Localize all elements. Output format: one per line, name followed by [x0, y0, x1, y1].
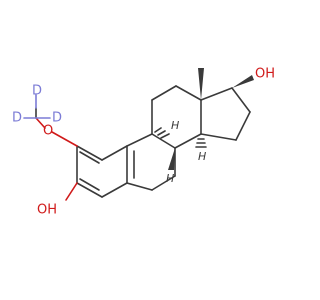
bond-b4	[151, 175, 176, 191]
bond-b5	[126, 182, 153, 191]
ring-c	[151, 85, 202, 149]
bond-a6	[76, 145, 103, 161]
h8-label: H	[166, 172, 174, 185]
h9-label: H	[171, 119, 179, 132]
h14-hash	[195, 138, 207, 148]
bond-a3	[101, 182, 128, 198]
d-left-label: D	[12, 111, 22, 126]
molecule-structure: OH OH O D D D H H H	[12, 67, 275, 218]
molecule-svg: OH OH O D D D H H H	[12, 67, 275, 218]
bond-c5	[174, 133, 202, 149]
ring-b	[126, 133, 176, 191]
bond-c2-o	[51, 131, 78, 147]
bond-d4	[200, 133, 237, 141]
bond-b1	[126, 133, 153, 147]
oh-top-label: OH	[255, 67, 275, 82]
bond-a4-inner	[79, 178, 100, 191]
bond-a6-inner	[79, 151, 100, 164]
oh17-wedge	[232, 75, 254, 88]
bond-o-cd3	[35, 117, 46, 129]
d-right-label: D	[52, 111, 62, 126]
bond-c2	[151, 85, 177, 101]
bond-d1	[200, 87, 233, 101]
bond-a1	[101, 145, 128, 161]
oh-bottom-label: OH	[37, 203, 57, 218]
bond-d3	[235, 111, 251, 141]
d-top-label: D	[32, 84, 42, 99]
ring-a	[76, 145, 135, 198]
bond-b2	[151, 133, 176, 149]
h8-wedge	[168, 148, 175, 170]
h14-label: H	[198, 150, 206, 163]
bond-d2	[231, 87, 251, 113]
methoxy-group	[23, 94, 78, 147]
hydroxyl-a	[65, 182, 78, 201]
ring-d	[200, 87, 251, 141]
bond-c3-o	[65, 182, 78, 201]
o-methoxy-label: O	[43, 124, 53, 139]
bond-a4	[76, 182, 103, 198]
bond-c3	[175, 85, 202, 101]
h9-hash	[154, 127, 170, 139]
methyl-wedge	[198, 68, 204, 100]
